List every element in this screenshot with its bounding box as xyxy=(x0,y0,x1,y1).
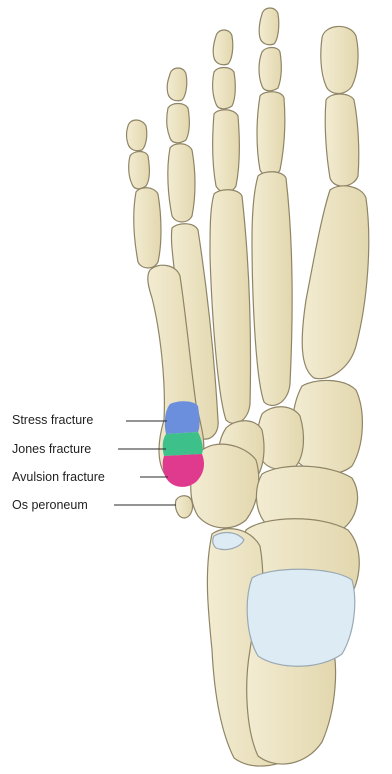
second-middle-phalanx xyxy=(259,48,281,91)
fifth-distal-phalanx xyxy=(127,120,147,151)
third-distal-phalanx xyxy=(213,30,233,65)
os-peroneum-bone xyxy=(175,496,192,518)
hallux-proximal-phalanx xyxy=(325,94,359,186)
fourth-proximal-phalanx xyxy=(168,144,195,222)
third-proximal-phalanx xyxy=(213,110,240,192)
third-middle-phalanx xyxy=(213,68,236,109)
fifth-proximal-phalanx xyxy=(134,188,161,268)
hallux-distal-phalanx xyxy=(321,26,358,93)
stress-fracture-label: Stress fracture xyxy=(12,413,93,427)
avulsion-fracture-label: Avulsion fracture xyxy=(12,470,105,484)
jones-fracture-label: Jones fracture xyxy=(12,442,91,456)
os-peroneum-label: Os peroneum xyxy=(12,498,88,512)
stress-fracture-zone xyxy=(165,401,200,434)
fifth-middle-phalanx xyxy=(129,152,150,189)
second-distal-phalanx xyxy=(259,8,279,45)
talus-articular-surface xyxy=(247,569,355,666)
second-proximal-phalanx xyxy=(257,92,285,176)
fourth-distal-phalanx xyxy=(167,68,187,101)
first-metatarsal xyxy=(302,186,369,379)
second-metatarsal xyxy=(252,172,292,406)
jones-fracture-zone xyxy=(163,432,203,456)
fourth-middle-phalanx xyxy=(167,104,190,143)
intermediate-cuneiform xyxy=(258,407,304,470)
